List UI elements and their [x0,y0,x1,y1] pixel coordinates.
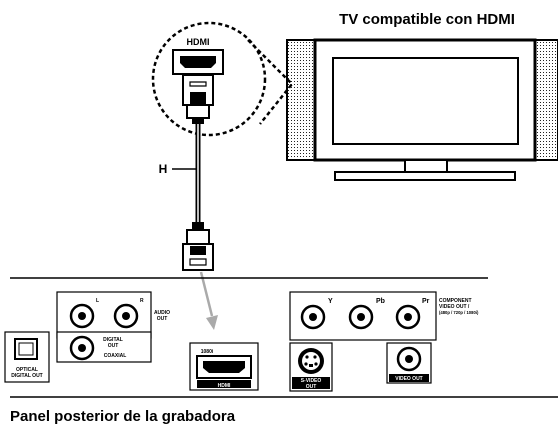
audio-out-panel [56,291,152,339]
component-pr-label: Pr [422,298,430,305]
s-video-label-2: OUT [306,384,317,390]
hdmi-port-label: HDMI [218,383,231,389]
digital-out-optical-label: DIGITAL OUT [11,373,42,379]
video-out-label: VIDEO OUT [395,376,423,382]
audio-right-label: R [140,298,144,304]
hdmi-port-icon [172,49,224,75]
video-out-panel [386,342,432,384]
component-pb-label: Pb [376,298,385,305]
hdmi-zoom-label: HDMI [187,37,210,47]
component-video-panel [289,291,437,341]
digital-out-label-1: DIGITAL [103,337,123,343]
s-video-panel [289,342,333,392]
s-video-label-1: S-VIDEO [301,378,322,384]
zoom-callout [151,21,294,137]
hdmi-out-panel [189,342,259,391]
hdmi-plug-bottom-icon [182,222,214,271]
hdmi-1080i-label: 1080i [201,349,214,355]
component-label-2: VIDEO OUT / [439,304,470,310]
audio-out-label-1: AUDIO [154,310,170,316]
audio-left-label: L [96,298,99,304]
panel-title: Panel posterior de la grabadora [10,408,236,425]
connection-arrow [199,271,218,330]
tv-title: TV compatible con HDMI [339,11,515,28]
coaxial-panel [56,331,152,363]
hdmi-plug-top-icon [182,74,214,124]
tv-illustration [286,38,558,181]
optical-panel [4,331,50,383]
component-label-1: COMPONENT [439,298,472,304]
digital-out-label-2: OUT [108,343,119,349]
optical-label: OPTICAL [16,367,38,373]
audio-out-label-2: OUT [157,316,168,322]
hdmi-cable [172,124,201,222]
cable-label: H [159,162,168,176]
component-y-label: Y [328,298,333,305]
component-label-3: (480p / 720p / 1080i) [439,310,479,315]
coaxial-label: COAXIAL [104,353,127,359]
